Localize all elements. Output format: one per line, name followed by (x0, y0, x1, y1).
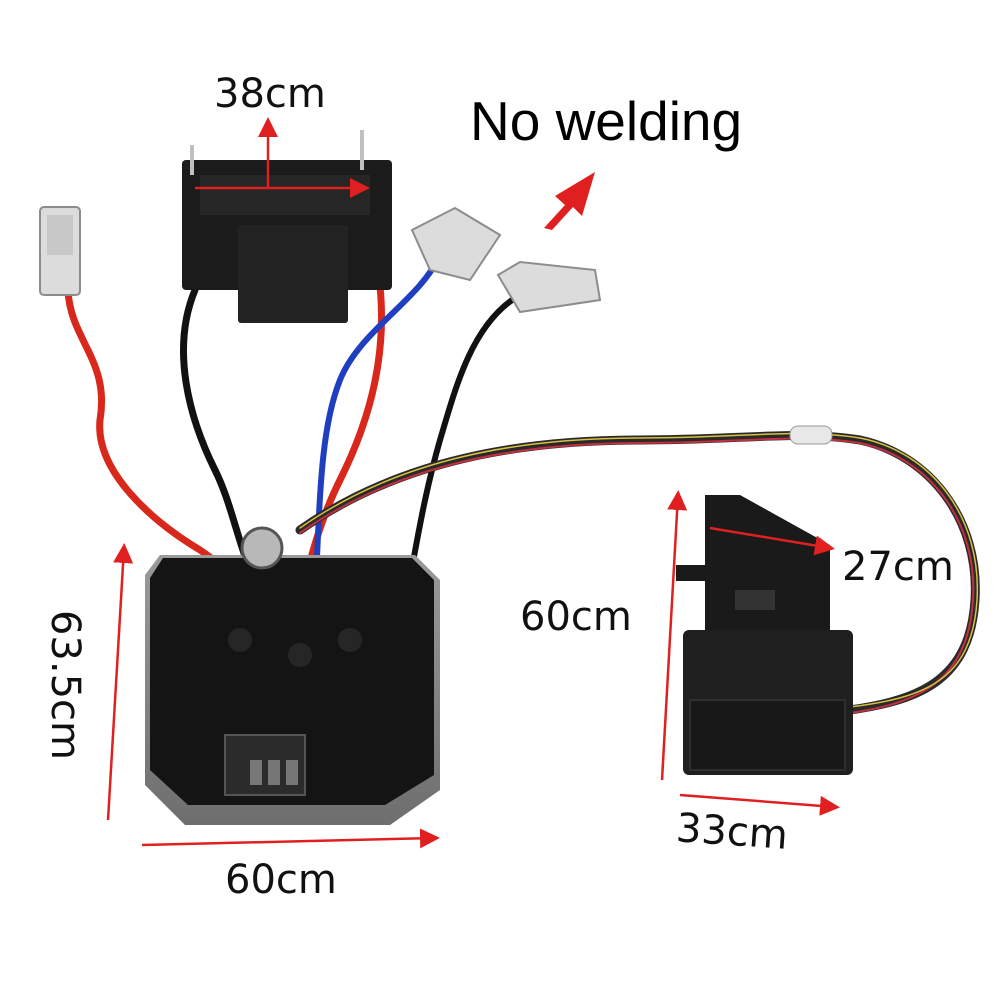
battery-plug (182, 130, 392, 323)
dimension-label-switch-top: 27cm (842, 544, 954, 590)
arrow-board-height (106, 543, 134, 821)
dimension-label-plug-width: 38cm (214, 71, 326, 117)
control-board (145, 526, 440, 825)
white-connector-top (410, 206, 502, 282)
headline: No welding (470, 90, 743, 152)
dimension-arrows (106, 117, 840, 849)
arrow-switch-top (709, 526, 835, 556)
dimension-label-board-height: 63.5cm (42, 609, 89, 761)
arrow-switch-bottom (679, 793, 840, 816)
trigger-switch (676, 495, 853, 775)
white-connector-left (39, 206, 81, 296)
dimension-label-switch-height: 60cm (520, 594, 632, 640)
dimension-label-switch-bottom: 33cm (674, 805, 790, 859)
led (789, 425, 833, 445)
harness-to-switch (295, 431, 980, 715)
red-pointer-arrow (544, 172, 595, 230)
arrow-switch-height (660, 490, 688, 781)
arrow-board-width (141, 828, 440, 849)
white-connector-right (496, 260, 602, 314)
dimension-label-board-width: 60cm (225, 857, 337, 903)
